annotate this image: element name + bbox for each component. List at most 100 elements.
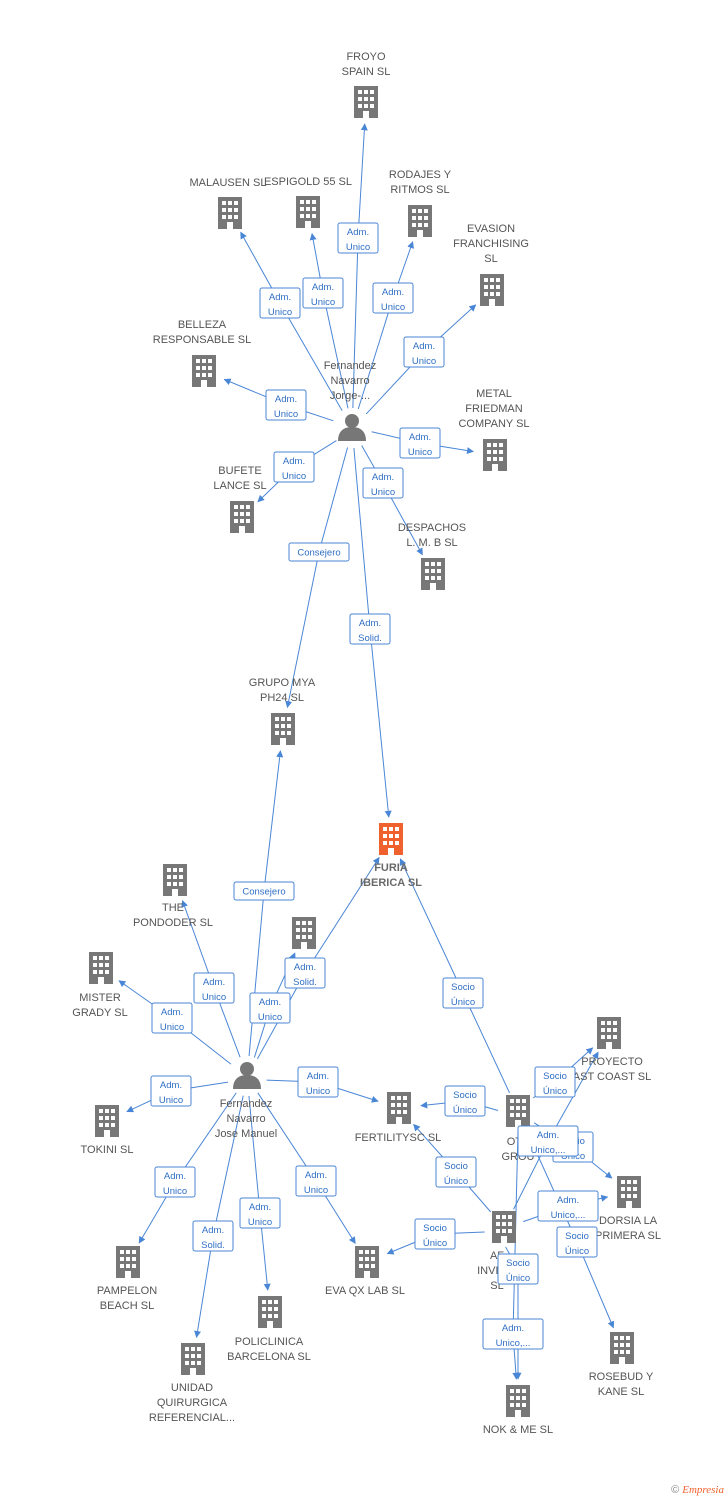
edge-label[interactable]: Adm.Unico (399, 427, 441, 459)
edge-label-box (151, 1002, 193, 1034)
edge-label[interactable]: Adm.Unico (403, 336, 445, 368)
edge-label-box (192, 1220, 234, 1252)
building-icon (617, 1176, 641, 1208)
edge-label[interactable]: Adm.Unico (150, 1075, 192, 1107)
building-icon (192, 355, 216, 387)
edge-label[interactable]: Adm.Unico (295, 1165, 337, 1197)
edge-label[interactable]: Adm.Unico (151, 1002, 193, 1034)
edge-label[interactable]: Adm.Unico (154, 1166, 196, 1198)
edge-label[interactable]: Adm.Unico (265, 389, 307, 421)
edge-label[interactable]: Adm.Unico (302, 277, 344, 309)
building-icon (492, 1211, 516, 1243)
edge-label[interactable]: Consejero (288, 542, 350, 562)
edge-label[interactable]: Adm.Unico (273, 451, 315, 483)
building-icon (89, 952, 113, 984)
edge-label-box (288, 542, 350, 562)
edge-label[interactable]: Consejero (233, 881, 295, 901)
edge-label[interactable]: Adm.Solid. (192, 1220, 234, 1252)
edge-label[interactable]: Adm.Unico (297, 1066, 339, 1098)
edge-label[interactable]: Adm.Unico (372, 282, 414, 314)
node-nok[interactable]: NOK & ME SL (483, 1385, 553, 1436)
edge-label-text: Adm.Unico (408, 432, 432, 458)
building-icon (610, 1332, 634, 1364)
edge-label-text: Adm.Unico (258, 997, 282, 1023)
edge-label[interactable]: Adm.Unico (259, 287, 301, 319)
node-espigold[interactable]: ESPIGOLD 55 SL (264, 176, 352, 228)
edge-label-text: Adm.Unico (274, 394, 298, 420)
edge-label-text: Adm.Unico (412, 341, 436, 367)
edge-label-box (435, 1156, 477, 1188)
node-tokini[interactable]: TOKINI SL (81, 1105, 134, 1156)
edge-jorge-grupomya (285, 447, 349, 709)
edge-label-text: Adm.Unico (306, 1071, 330, 1097)
node-malausen[interactable]: MALAUSEN SL (189, 177, 267, 229)
edge-label-box (403, 336, 445, 368)
edge-label[interactable]: Adm.Unico (239, 1197, 281, 1229)
edge-jorge-malausen (240, 231, 343, 411)
building-icon (230, 501, 254, 533)
edge-ots-furia (399, 858, 510, 1094)
edge-label-box (284, 957, 326, 989)
edge-label-text: Adm.Unico,... (531, 1130, 566, 1156)
brand-logo[interactable]: Empresia (682, 1484, 724, 1496)
edge-label[interactable]: Adm.Solid. (284, 957, 326, 989)
edge-label-text: Adm.Solid. (293, 962, 317, 988)
edge-label[interactable]: Adm.Unico (362, 467, 404, 499)
edge-label-box (537, 1190, 599, 1222)
building-icon (506, 1095, 530, 1127)
node-evaqx[interactable]: EVA QX LAB SL (325, 1246, 405, 1297)
edge-label[interactable]: Adm.Unico (337, 222, 379, 254)
node-label: ESPIGOLD 55 SL (264, 176, 352, 188)
edge-label[interactable]: Adm.Unico (249, 992, 291, 1024)
edge-label[interactable]: Adm.Unico (193, 972, 235, 1004)
edge-label-box (497, 1253, 539, 1285)
building-icon (355, 1246, 379, 1278)
building-icon (181, 1343, 205, 1375)
building-icon (387, 1092, 411, 1124)
edge-label-box (482, 1318, 544, 1350)
edge-label[interactable]: Adm.Solid. (349, 613, 391, 645)
edge-label[interactable]: Adm.Unico,... (517, 1125, 579, 1157)
edge-label-text: Adm.Unico (268, 292, 292, 318)
node-fertility[interactable]: FERTILITYSC SL (355, 1092, 442, 1144)
edge-label[interactable]: Adm.Unico,... (537, 1190, 599, 1222)
building-icon (354, 86, 378, 118)
edge-label[interactable]: Adm.Unico,... (482, 1318, 544, 1350)
edge-label-box (442, 977, 484, 1009)
node-label: TOKINI SL (81, 1144, 134, 1156)
edge-label-box (372, 282, 414, 314)
